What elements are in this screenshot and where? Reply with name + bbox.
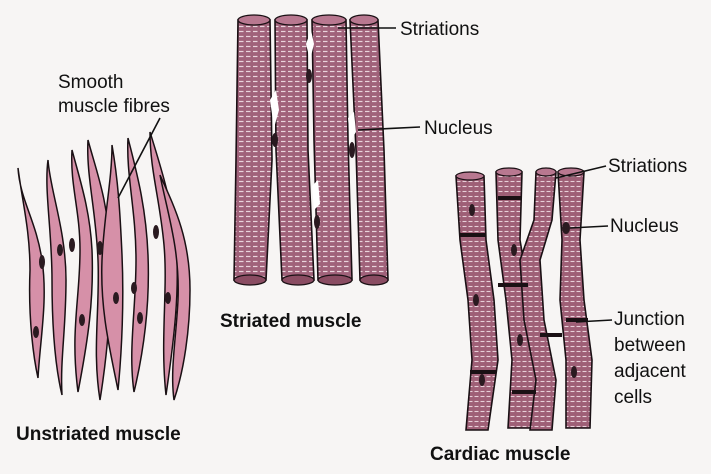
striated-fibre-end bbox=[282, 275, 314, 285]
striated-fibre-end bbox=[234, 275, 266, 285]
striated-fibre-end bbox=[318, 275, 352, 285]
junction-label-line2: between bbox=[614, 335, 686, 356]
striated-fibre bbox=[275, 20, 314, 280]
striated-fibre-end bbox=[350, 15, 378, 25]
cardiac-muscle-group: Striations Nucleus Junction between adja… bbox=[430, 156, 687, 465]
striated-fibre bbox=[312, 20, 352, 280]
junction-label-line3: adjacent bbox=[614, 361, 687, 382]
cardiac-caption: Cardiac muscle bbox=[430, 444, 570, 465]
cardiac-striations-label: Striations bbox=[608, 156, 687, 177]
smooth-fibre bbox=[18, 168, 44, 378]
striated-fibre bbox=[234, 20, 272, 280]
smooth-fibre bbox=[47, 160, 66, 395]
striated-fibre-end bbox=[312, 15, 346, 25]
striated-nucleus-label: Nucleus bbox=[424, 118, 493, 139]
striated-caption: Striated muscle bbox=[220, 311, 362, 332]
striated-muscle-group: Striations Nucleus Striated muscle bbox=[220, 15, 493, 332]
cardiac-fibre bbox=[558, 172, 592, 428]
striated-fibre-end bbox=[238, 15, 270, 25]
striated-fibre-end bbox=[360, 275, 388, 285]
striated-striations-label: Striations bbox=[400, 19, 479, 40]
smooth-fibre bbox=[128, 138, 149, 392]
striated-fibre bbox=[350, 20, 388, 280]
junction-label-line1: Junction bbox=[614, 309, 685, 330]
smooth-label-line1: Smooth bbox=[58, 72, 123, 93]
unstriated-caption: Unstriated muscle bbox=[16, 424, 181, 445]
junction-label-line4: cells bbox=[614, 387, 652, 408]
smooth-muscle-group: Smooth muscle fibres Unstriated muscle bbox=[16, 72, 190, 445]
cardiac-nucleus-label: Nucleus bbox=[610, 216, 679, 237]
striated-fibre-end bbox=[275, 15, 307, 25]
smooth-label-line2: muscle fibres bbox=[58, 96, 170, 117]
smooth-fibre bbox=[72, 150, 93, 392]
